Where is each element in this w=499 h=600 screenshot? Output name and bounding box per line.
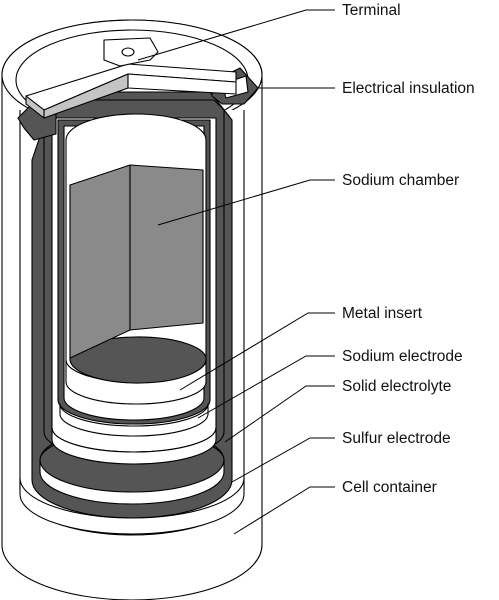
leader-cell-container — [233, 486, 335, 535]
labels: Terminal Electrical insulation Sodium ch… — [342, 2, 475, 496]
label-cell-container: Cell container — [342, 479, 437, 496]
label-terminal: Terminal — [342, 2, 401, 19]
leader-metal-insert — [179, 312, 335, 391]
leader-lines — [137, 9, 335, 535]
leader-sodium-electrode — [197, 355, 335, 419]
label-electrical-insulation: Electrical insulation — [342, 80, 475, 97]
label-solid-electrolyte: Solid electrolyte — [342, 378, 451, 395]
label-sodium-electrode: Sodium electrode — [342, 348, 463, 365]
label-sodium-chamber: Sodium chamber — [342, 172, 459, 189]
leader-sulfur-electrode — [231, 437, 335, 483]
sodium-chamber — [69, 164, 207, 384]
leader-solid-electrolyte — [224, 385, 335, 443]
leader-sodium-chamber — [157, 179, 335, 226]
label-metal-insert: Metal insert — [342, 305, 423, 322]
leader-terminal — [137, 9, 335, 61]
label-sulfur-electrode: Sulfur electrode — [342, 430, 451, 447]
terminal — [25, 37, 237, 119]
